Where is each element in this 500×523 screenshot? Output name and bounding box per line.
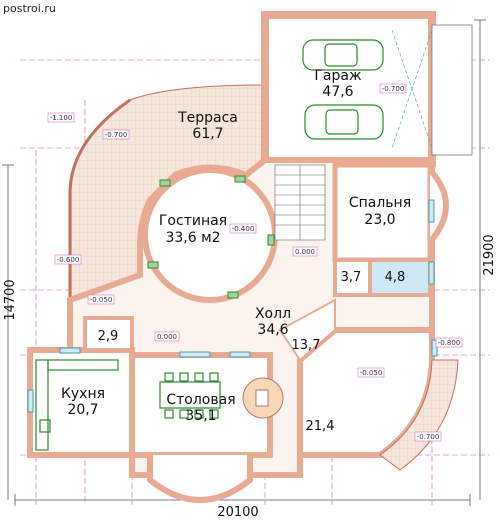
room-labels: Терраса 61,7 Гараж 47,6 Гостиная 33,6 м2… (61, 68, 411, 434)
dimension-lines (2, 19, 486, 506)
kitchen-name: Кухня (61, 386, 105, 402)
garage-name: Гараж (314, 68, 362, 84)
level-living: -0.400 (232, 225, 255, 233)
dining-name: Столовая (166, 392, 235, 408)
kitchen-area: 20,7 (67, 402, 98, 418)
terrace-area: 61,7 (192, 126, 223, 142)
watermark: postroi.ru (3, 2, 56, 15)
dining-area: 35,1 (185, 408, 216, 424)
southeast-terrace (379, 359, 459, 471)
bedroom-name: Спальня (349, 195, 411, 211)
terrace-name: Терраса (177, 110, 238, 126)
dimension-depth-left: 14700 (3, 279, 18, 320)
level-terrace-left: -1.100 (50, 114, 73, 122)
bath-area: 4,8 (385, 270, 406, 285)
exterior-windows (27, 199, 438, 413)
car-top (302, 39, 384, 71)
bedroom-bay (427, 167, 449, 244)
level-west: -0.600 (57, 256, 80, 264)
fireplace (242, 377, 284, 419)
hall-name: Холл (255, 306, 291, 322)
corridor (278, 298, 336, 362)
wc-room (83, 316, 134, 352)
corridor-area: 13,7 (292, 338, 321, 353)
level-east: -0.800 (438, 339, 461, 347)
dimension-depth-right: 21900 (482, 234, 497, 275)
closet-room (333, 258, 372, 297)
level-garage: -0.700 (382, 85, 405, 93)
garage-ramp (431, 24, 473, 156)
bedroom-room (332, 162, 433, 263)
dining-bay (147, 455, 253, 503)
living-room-windows (147, 175, 275, 299)
garage-door-swing (391, 29, 433, 149)
terrace-outer-rail (68, 98, 131, 300)
garage-area: 47,6 (322, 84, 353, 100)
level-stair: 0.000 (295, 248, 315, 256)
level-south-east2: -0.700 (417, 433, 440, 441)
level-kitchen-door: 0.000 (157, 333, 177, 341)
dimension-width: 20100 (217, 505, 258, 520)
car-bottom (304, 104, 384, 140)
level-terrace-mid: -0.700 (105, 131, 128, 139)
wc-area: 2,9 (98, 329, 119, 344)
bedroom-area: 23,0 (364, 212, 395, 228)
level-west2: -0.050 (90, 296, 113, 304)
living-area: 33,6 м2 (165, 230, 220, 246)
closet-area: 3,7 (341, 270, 362, 285)
kitchen-counter (35, 359, 119, 451)
dining-table (159, 372, 221, 419)
hall-area: 34,6 (257, 322, 288, 338)
living-name: Гостиная (159, 213, 227, 229)
level-south-east: -0.050 (360, 369, 383, 377)
southeast-area: 21,4 (306, 419, 335, 434)
staircase (274, 164, 326, 241)
level-marks: -1.100 -0.700 -0.700 -0.400 0.000 -0.600… (47, 83, 463, 442)
